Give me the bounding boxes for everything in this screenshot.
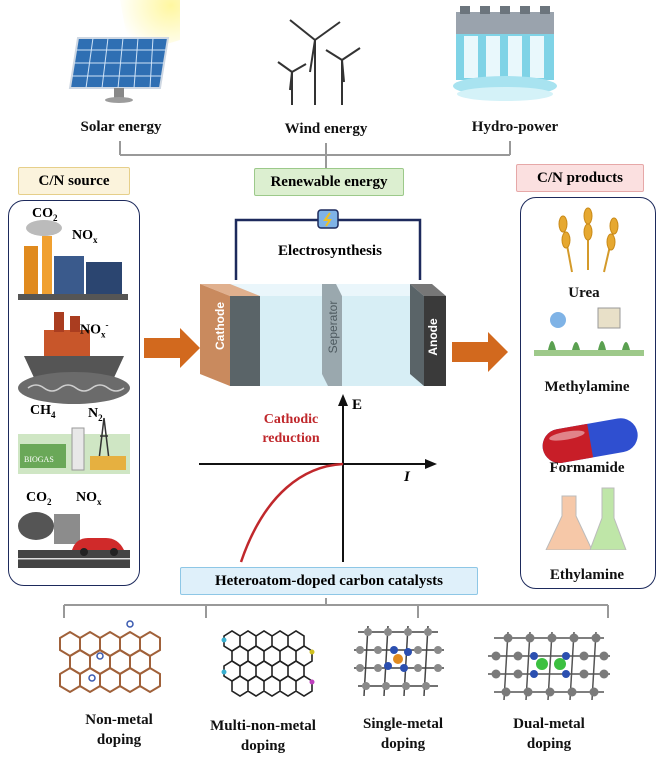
- factory-icon: [18, 220, 128, 300]
- source-4-nox: NOx: [76, 490, 102, 507]
- metal-atom-2: [554, 658, 566, 670]
- i-axis-label: I: [404, 469, 410, 485]
- car-exhaust-icon: [18, 512, 130, 568]
- input-arrow-icon: [144, 328, 200, 368]
- reduction-curve: [239, 462, 344, 563]
- biogas-sign: BIOGAS: [24, 455, 54, 464]
- product-illustrations: [534, 207, 644, 550]
- source-3-ch4: CH4: [30, 403, 56, 420]
- multi-non-metal-lattice-icon: [221, 630, 315, 697]
- separator-label: Seperator: [326, 300, 340, 354]
- solar-energy-label: Solar energy: [80, 119, 162, 135]
- farming-icon: [534, 307, 644, 356]
- cn-source-illustrations: BIOGAS: [18, 220, 130, 568]
- source-3-n2: N2: [88, 406, 103, 423]
- hydro-dam-icon: [453, 6, 557, 101]
- renewable-energy-tag: Renewable energy: [254, 168, 404, 196]
- flask-icon: [545, 487, 627, 550]
- wind-turbine-icon: [277, 19, 361, 105]
- cn-products-tag: C/N products: [516, 164, 644, 192]
- membrane-left: [230, 296, 260, 386]
- wind-energy-label: Wind energy: [284, 121, 368, 137]
- single-metal-atom: [393, 654, 403, 664]
- source-1-nox: NOx: [72, 228, 98, 245]
- source-1-co2: CO2: [32, 206, 58, 223]
- product-methylamine: Methylamine: [544, 379, 630, 395]
- output-arrow-icon: [452, 332, 508, 372]
- cn-source-tag: C/N source: [18, 167, 130, 195]
- cathode-top: [200, 284, 260, 296]
- hydro-power-label: Hydro-power: [471, 119, 559, 135]
- metal-atom-1: [536, 658, 548, 670]
- non-metal-lattice-icon: [59, 620, 161, 694]
- single-metal-lattice-icon: [354, 625, 444, 697]
- capsule-icon: [542, 418, 638, 464]
- cathode-label: Cathode: [213, 302, 227, 350]
- product-ethylamine: Ethylamine: [549, 567, 625, 583]
- electrosynthesis-title: Electrosynthesis: [278, 243, 382, 259]
- ei-plot: [199, 394, 437, 563]
- source-4-co2: CO2: [26, 490, 52, 507]
- catalysts-tag: Heteroatom-doped carbon catalysts: [180, 567, 478, 595]
- dual-metal-lattice-icon: [488, 631, 610, 701]
- ship-icon: [18, 312, 130, 404]
- wheat-icon: [558, 207, 619, 273]
- anode-plate: [424, 296, 446, 386]
- cathode-plate: [200, 284, 230, 386]
- biogas-plant-icon: BIOGAS: [18, 417, 130, 474]
- separator-plate: [322, 284, 342, 386]
- product-urea: Urea: [568, 285, 600, 301]
- anode-label: Anode: [426, 318, 440, 356]
- e-axis-label: E: [352, 397, 363, 413]
- solar-panel-icon: [68, 0, 180, 103]
- product-formamide: Formamide: [549, 460, 625, 476]
- electrolysis-cell: [200, 284, 446, 386]
- source-2-nox-ion: NOx-: [80, 320, 109, 340]
